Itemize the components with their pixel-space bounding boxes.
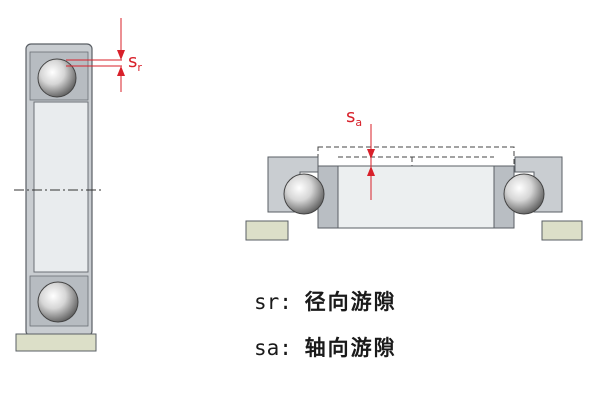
axial-right-ball xyxy=(503,173,545,215)
sr-label: sr xyxy=(128,51,142,74)
radial-bearing-section xyxy=(14,43,104,352)
axial-clearance-dimension: sa xyxy=(346,106,375,200)
legend-axial-clearance: sa: 轴向游隙 xyxy=(254,332,397,362)
axial-left-ball xyxy=(283,173,325,215)
sa-label: sa xyxy=(346,106,362,129)
legend-sr-text: 径向游隙 xyxy=(304,290,397,314)
inner-ring-bore xyxy=(33,101,89,273)
sr-symbol: s xyxy=(128,51,137,72)
inner-ring-body xyxy=(321,165,511,229)
top-ball xyxy=(37,58,77,98)
sr-arrowhead-down xyxy=(117,50,125,60)
left-base-plate xyxy=(15,333,97,352)
sa-arrowhead-down xyxy=(367,149,375,159)
bottom-ball xyxy=(37,281,79,323)
sa-subscript: a xyxy=(355,116,362,129)
legend-sa-code: sa xyxy=(254,336,280,360)
sr-subscript: r xyxy=(137,61,142,74)
legend-radial-clearance: sr: 径向游隙 xyxy=(254,286,397,316)
axial-left-base-plate xyxy=(245,220,289,241)
sa-arrowhead-up xyxy=(367,166,375,176)
legend-sa-text: 轴向游隙 xyxy=(304,336,397,360)
sr-arrowhead-up xyxy=(117,66,125,76)
legend-sa-separator: : xyxy=(279,336,292,360)
axial-bearing-section xyxy=(245,146,583,241)
legend-sr-code: sr xyxy=(254,290,280,314)
axial-right-base-plate xyxy=(541,220,583,241)
sa-symbol: s xyxy=(346,106,355,127)
radial-clearance-dimension: sr xyxy=(66,18,142,92)
legend-sr-separator: : xyxy=(279,290,292,314)
